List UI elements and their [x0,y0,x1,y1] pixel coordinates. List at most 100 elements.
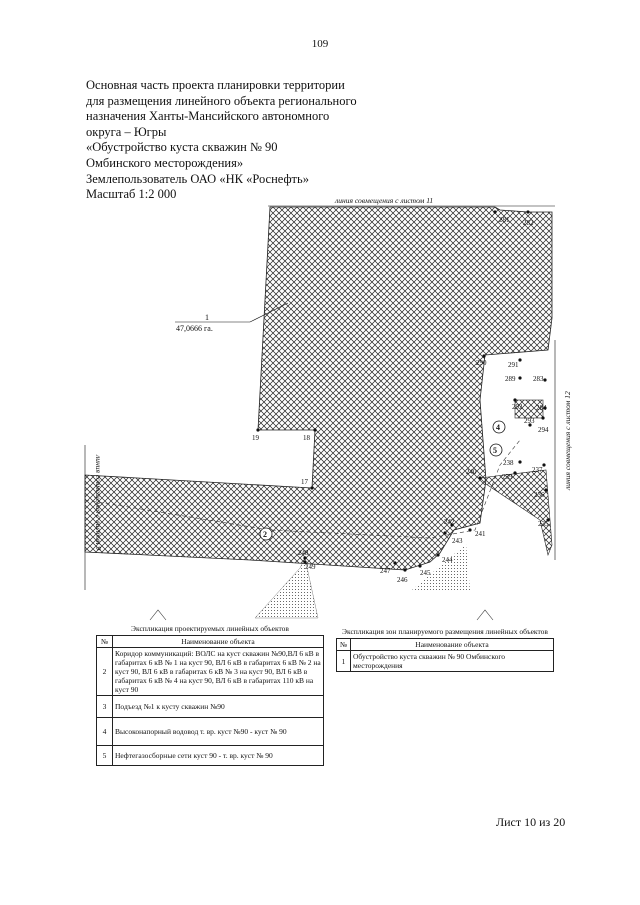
boundary-point [518,376,522,380]
point-label: 281 [499,216,510,224]
boundary-point [436,553,440,557]
column-header: № [336,638,351,651]
boundary-point [256,428,260,432]
zone-1-area [479,469,553,557]
boundary-point [546,518,550,522]
point-label: 235 [538,520,549,528]
corridor-marker-label: 5 [493,446,497,455]
row-number: 2 [96,647,113,696]
point-label: 241 [475,530,486,538]
corridor-line [84,439,521,539]
point-label: 290 [476,359,487,367]
point-label: 240 [466,468,477,476]
legend-table: № Наименование объекта 1 Обустройство ку… [336,638,554,672]
corridor-marker [259,527,273,541]
point-label: 247 [380,567,391,575]
title-line: Омбинского месторождения» [86,155,244,170]
boundary-point [518,358,522,362]
row-name: Высоконапорный водовод т. вр. куст №90 -… [112,717,324,746]
boundary-point [310,486,314,490]
dotted-zone [412,544,470,590]
boundary-points [256,210,550,572]
table-row: 3 Подъезд №1 к кусту скважин №90 [96,695,324,718]
boundary-point [518,460,522,464]
corridor-marker-label: 4 [496,423,500,432]
north-arrow-icon [476,609,494,621]
point-label: 292 [512,403,523,411]
point-label: 19 [252,434,260,442]
point-label: 248 [298,549,309,557]
left-edge-label: линия совмещения с листом 9 [94,454,103,550]
point-label: 294 [538,426,549,434]
boundary-point [513,398,517,402]
legend-linear-objects: Экспликация проектируемых линейных объек… [96,624,324,766]
right-edge-label: линия совмещения с листом 12 [563,391,572,491]
table-row: 4 Высоконапорный водовод т. вр. куст №90… [96,717,324,746]
legend-table: № Наименование объекта 2 Коридор коммуни… [96,635,324,766]
dotted-zone [254,557,319,619]
point-label: 18 [303,434,311,442]
page-number: 109 [311,38,329,50]
table-header-row: № Наименование объекта [336,638,554,651]
boundary-point [468,528,472,532]
boundary-point [542,463,546,467]
point-label: 238 [503,459,514,467]
point-label: 293 [524,417,535,425]
boundary-point [418,564,422,568]
point-label: 289 [505,375,516,383]
point-label: 283 [533,375,544,383]
boundary-point [526,210,530,214]
title-line: «Обустройство куста скважин № 90 [86,140,278,155]
map-scale: Масштаб 1:2 000 [86,187,177,202]
boundary-point [443,531,447,535]
table-row: 5 Нефтегазосборные сети куст 90 - т. вр.… [96,745,324,766]
boundary-point [493,210,497,214]
boundary-point [478,476,482,480]
boundary-point [543,406,547,410]
zone-1-area [514,399,544,419]
boundary-point [528,423,532,427]
point-label: 17 [301,478,309,486]
point-label: 244 [442,556,453,564]
row-name: Нефтегазосборные сети куст 90 - т. вр. к… [112,745,324,766]
title-line: назначения Ханты-Мансийского автономного [86,109,330,124]
title-line: для размещения линейного объекта региона… [86,93,357,108]
point-label: 245 [420,569,431,577]
zone-number: 1 [205,313,209,322]
point-label: 246 [397,576,408,584]
row-number: 5 [96,745,113,766]
zone-1-area [84,206,553,571]
boundary-point [303,560,307,564]
corridor-marker [489,443,503,457]
point-label: 282 [523,219,534,227]
column-header: № [96,635,113,648]
point-label: 284 [536,404,547,412]
point-label: 242 [444,518,455,526]
legend-caption: Экспликация проектируемых линейных объек… [131,624,289,633]
top-edge-label: линия совмещения с листом 11 [334,196,433,205]
legend-caption: Экспликация зон планируемого размещения … [342,627,548,636]
row-number: 3 [96,695,113,718]
title-line: Основная часть проекта планировки террит… [86,78,345,92]
row-name: Обустройство куста скважин № 90 Омбинско… [350,650,554,672]
corridor-marker-label: 2 [263,530,267,539]
corridor-marker [492,420,506,434]
row-name: Коридор коммуникаций: ВОЛС на куст скваж… [112,647,324,696]
point-label: 236 [534,491,545,499]
column-header: Наименование объекта [350,638,554,651]
point-label: 291 [508,361,519,369]
boundary-point [450,523,454,527]
title-line: округа – Югры [86,124,167,139]
boundary-point [403,568,407,572]
boundary-point [313,428,317,432]
legend-zones: Экспликация зон планируемого размещения … [336,627,554,672]
point-label: 243 [452,537,463,545]
column-header: Наименование объекта [112,635,324,648]
row-number: 4 [96,717,113,746]
table-row: 1 Обустройство куста скважин № 90 Омбинс… [336,650,554,672]
table-row: 2 Коридор коммуникаций: ВОЛС на куст скв… [96,647,324,696]
boundary-point [393,561,397,565]
boundary-point [482,354,486,358]
boundary-point [303,556,307,560]
